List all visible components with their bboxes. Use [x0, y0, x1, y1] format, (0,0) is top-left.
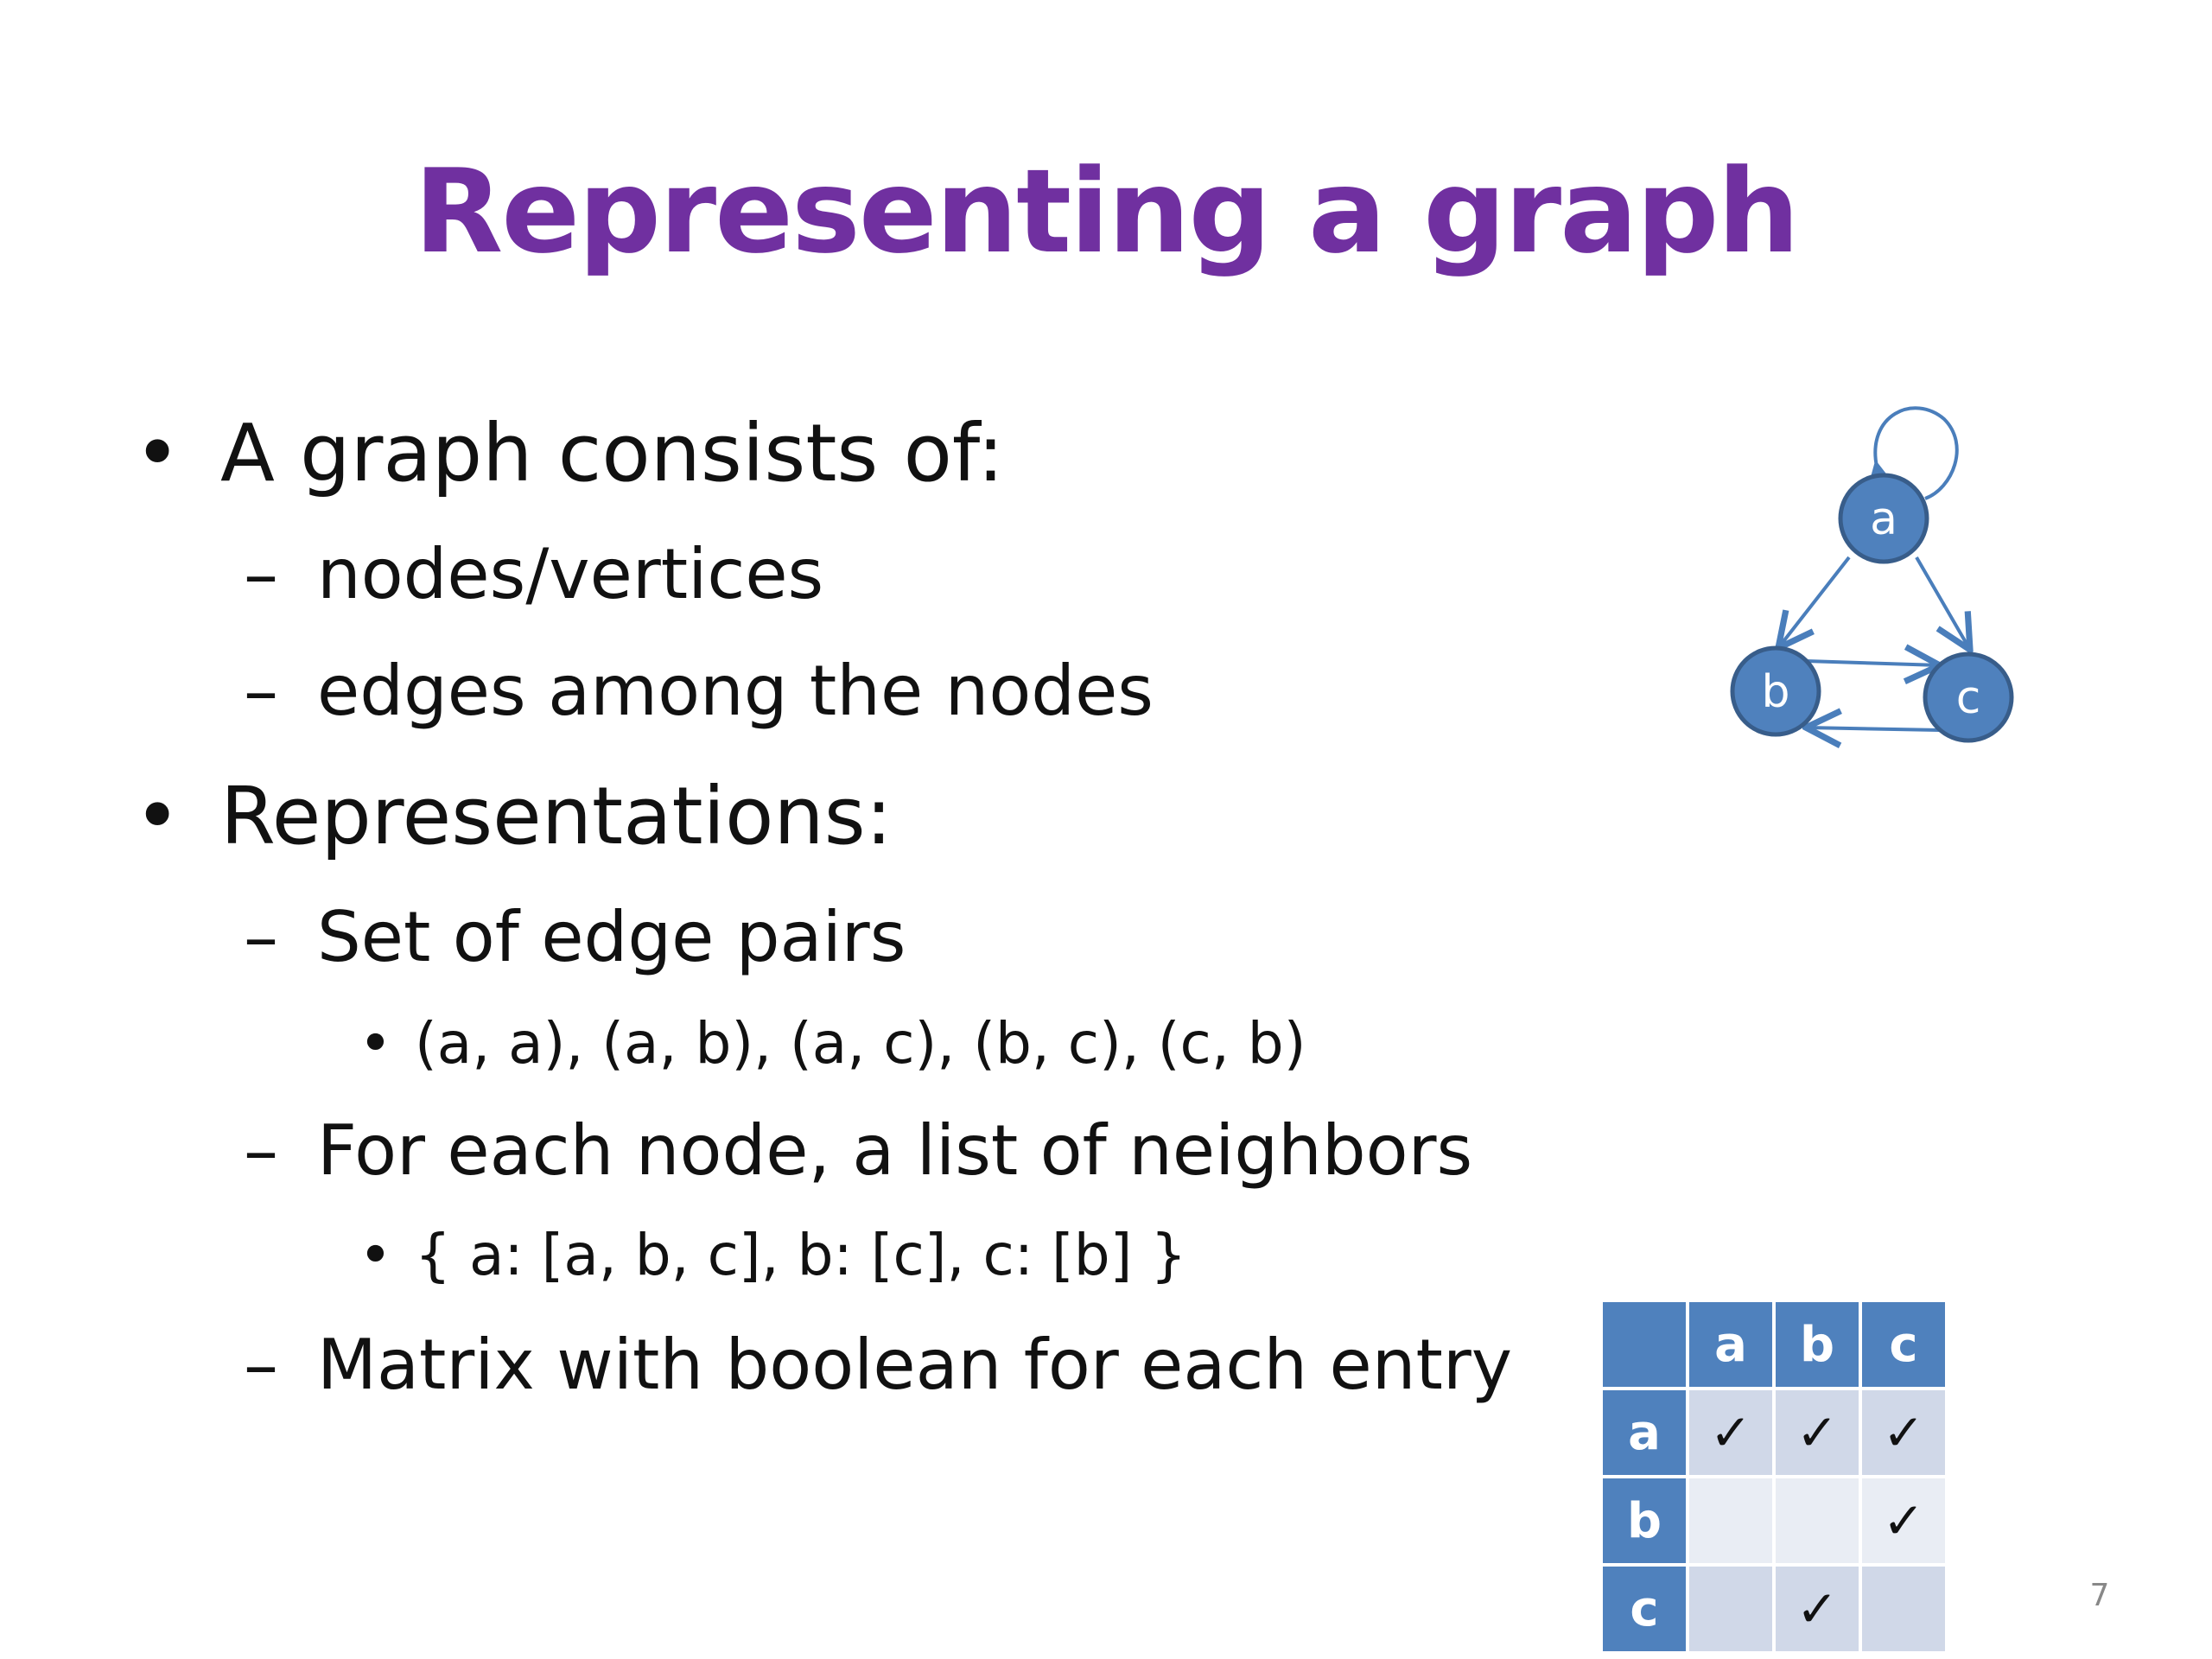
dash-marker: –	[244, 651, 278, 731]
node-a: a	[1838, 473, 1929, 564]
svg-text:a: a	[1870, 493, 1897, 545]
edge-a-a	[1875, 406, 1959, 499]
bullet-marker: •	[359, 1010, 392, 1077]
bullet-marker: •	[134, 407, 181, 499]
svg-text:c: c	[1956, 672, 1981, 724]
matrix-cell	[1862, 1567, 1945, 1651]
matrix-col-header-a: a	[1689, 1302, 1772, 1387]
matrix-header-row: a b c	[1603, 1302, 1945, 1387]
matrix-row-a: a ✓ ✓ ✓	[1603, 1390, 1945, 1475]
graph-diagram: a b c	[1730, 406, 2014, 769]
node-b: b	[1730, 645, 1821, 737]
matrix-col-header-b: b	[1776, 1302, 1859, 1387]
dash-marker: –	[244, 534, 278, 614]
matrix-cell: ✓	[1862, 1478, 1945, 1563]
bullet-text: Representations:	[220, 770, 893, 862]
subitem-text: For each node, a list of neighbors	[317, 1110, 1473, 1191]
matrix-row-c: c ✓	[1603, 1567, 1945, 1651]
edge-c-b	[1806, 728, 1941, 730]
dash-marker: –	[244, 897, 278, 977]
dash-marker: –	[244, 1110, 278, 1191]
bullet-marker: •	[359, 1222, 392, 1288]
matrix-cell	[1689, 1478, 1772, 1563]
matrix-row-header-c: c	[1603, 1567, 1686, 1651]
subitem-text: Set of edge pairs	[317, 897, 906, 977]
matrix-cell	[1689, 1567, 1772, 1651]
node-c: c	[1923, 652, 2014, 743]
detail-text: (a, a), (a, b), (a, c), (b, c), (c, b)	[415, 1010, 1306, 1077]
matrix-row-header-b: b	[1603, 1478, 1686, 1563]
matrix-col-header-c: c	[1862, 1302, 1945, 1387]
subitem-text: Matrix with boolean for each entry	[317, 1325, 1513, 1405]
subitem-text: edges among the nodes	[317, 651, 1154, 731]
page-number: 7	[2089, 1578, 2110, 1613]
bullet-marker: •	[134, 770, 181, 862]
dash-marker: –	[244, 1325, 278, 1405]
matrix-row-b: b ✓	[1603, 1478, 1945, 1563]
matrix-cell: ✓	[1862, 1390, 1945, 1475]
matrix-cell	[1776, 1478, 1859, 1563]
bullet-text: A graph consists of:	[220, 407, 1004, 499]
adjacency-matrix: a b c a ✓ ✓ ✓ b ✓ c ✓	[1599, 1299, 1948, 1655]
detail-text: { a: [a, b, c], b: [c], c: [b] }	[415, 1222, 1187, 1288]
matrix-cell: ✓	[1776, 1567, 1859, 1651]
edge-a-b	[1778, 556, 1851, 648]
slide-title: Representing a graph	[414, 144, 1800, 279]
svg-text:b: b	[1761, 666, 1789, 718]
subitem-text: nodes/vertices	[317, 534, 824, 614]
edge-b-c	[1805, 661, 1940, 665]
matrix-cell: ✓	[1776, 1390, 1859, 1475]
matrix-cell: ✓	[1689, 1390, 1772, 1475]
edge-a-c	[1915, 556, 1970, 650]
matrix-corner	[1603, 1302, 1686, 1387]
matrix-row-header-a: a	[1603, 1390, 1686, 1475]
